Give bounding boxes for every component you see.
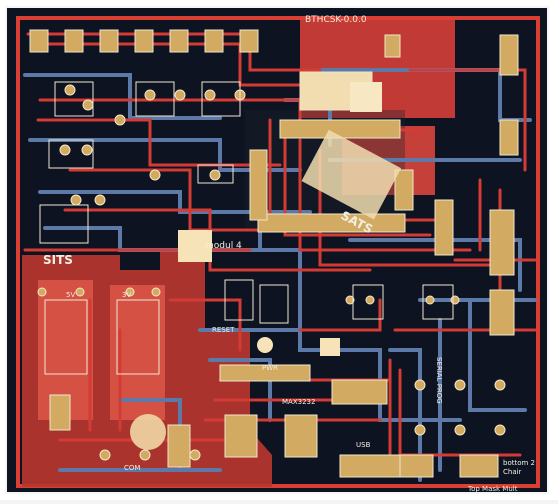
- corner-label-2: Chair: [503, 468, 522, 476]
- corner-label-3: Top Mask Mult: [467, 485, 518, 493]
- com-label: COM: [124, 464, 140, 472]
- reset-label: RESET: [212, 326, 235, 334]
- regulator-right: 3V: [122, 291, 131, 299]
- regulator-left: 5V: [66, 291, 75, 299]
- power-label: PWR: [262, 364, 278, 372]
- top-label: BTHCSK-0.0.0: [305, 15, 367, 25]
- module-text: modul 4: [205, 241, 242, 251]
- corner-label-1: bottom 2: [503, 459, 535, 467]
- max3232-label: MAX3232: [282, 398, 315, 406]
- ic-footprints: [130, 71, 402, 450]
- component-outlines: [39, 81, 454, 375]
- header-connectors: [29, 29, 519, 478]
- board-outline-trace: [16, 16, 540, 488]
- left-label: SITS: [43, 253, 73, 267]
- usb-label: USB: [356, 441, 371, 449]
- serial-prog-label: SERIAL PROG: [435, 357, 443, 404]
